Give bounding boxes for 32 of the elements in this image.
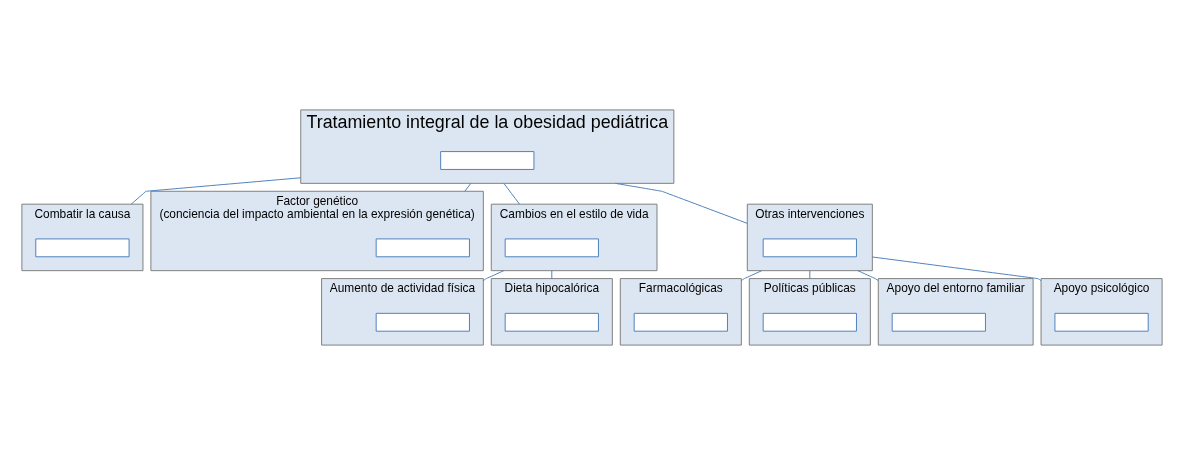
cluster: Farmacológicas xyxy=(619,277,742,346)
cluster: Políticas públicas xyxy=(748,277,871,346)
cluster: Dieta hipocalórica xyxy=(490,277,613,346)
connector xyxy=(551,269,553,279)
node-box xyxy=(1054,312,1149,332)
node-box xyxy=(504,312,599,332)
cluster: Combatir la causa xyxy=(21,203,144,271)
cluster: Apoyo del entorno familiar xyxy=(877,277,1034,346)
connector xyxy=(482,269,505,281)
cluster: Factor genético (conciencia del impacto ambiental en la expresión genética) xyxy=(150,190,484,271)
cluster: Aumento de actividad física xyxy=(321,277,484,346)
node-box xyxy=(375,312,470,332)
cluster: Tratamiento integral de la obesidad pediátrica xyxy=(300,108,675,184)
node-box xyxy=(504,237,599,257)
node-box xyxy=(35,237,130,257)
node-box xyxy=(375,237,470,257)
node-box xyxy=(762,312,857,332)
connector xyxy=(503,182,521,205)
connector xyxy=(614,182,748,224)
connector xyxy=(871,256,1042,281)
cluster: Apoyo psicológico xyxy=(1040,277,1163,346)
connector xyxy=(740,269,763,281)
connector xyxy=(857,269,879,281)
node-box xyxy=(440,150,535,170)
cluster: Cambios en el estilo de vida xyxy=(490,203,658,271)
node-box xyxy=(762,237,857,257)
connector xyxy=(464,182,472,192)
connector xyxy=(130,176,302,205)
cluster: Otras intervenciones xyxy=(746,203,873,271)
node-box xyxy=(633,312,728,332)
connector xyxy=(809,269,811,279)
node-box xyxy=(891,312,986,332)
